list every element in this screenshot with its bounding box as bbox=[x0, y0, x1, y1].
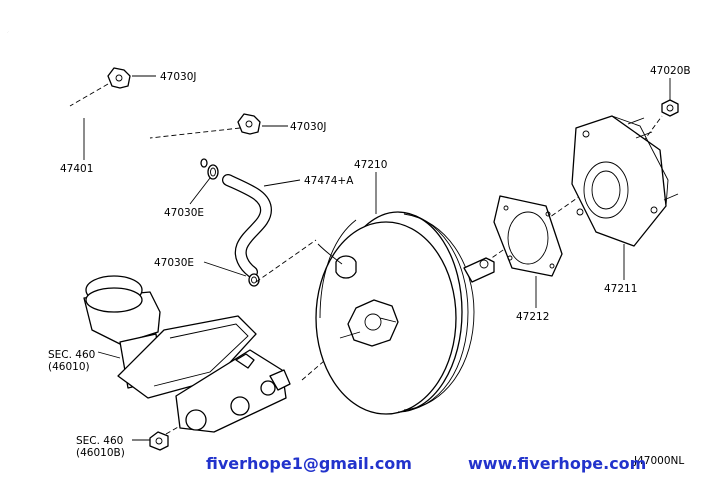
clip-47030J-upper bbox=[107, 67, 131, 89]
clip-47030J-lower bbox=[237, 113, 261, 135]
label-47030E-upper: 47030E bbox=[164, 207, 204, 219]
master-cylinder-sec460 bbox=[83, 275, 291, 433]
gasket-47212 bbox=[493, 195, 563, 277]
label-47030J-lower: 47030J bbox=[290, 121, 327, 133]
label-47030J-upper: 47030J bbox=[160, 71, 197, 83]
brake-booster-47210 bbox=[315, 211, 495, 415]
label-sec460-b: SEC. 460 bbox=[76, 435, 123, 447]
vacuum-hose-47474 bbox=[222, 174, 273, 278]
clamp-47030E-lower bbox=[248, 273, 260, 287]
label-47030E-lower: 47030E bbox=[154, 257, 194, 269]
vacuum-pipe-47401 bbox=[6, 28, 208, 168]
label-47474: 47474+A bbox=[304, 175, 354, 187]
label-sec460-b-sub: (46010B) bbox=[76, 447, 125, 459]
leader-lines bbox=[83, 75, 671, 441]
nut-sec460-46010B bbox=[149, 431, 169, 451]
label-sec460-a-sub: (46010) bbox=[48, 361, 90, 373]
label-47210: 47210 bbox=[354, 159, 387, 171]
label-47020B: 47020B bbox=[650, 65, 691, 77]
clamp-47030E-upper bbox=[207, 164, 219, 180]
footer-email: fiverhope1@gmail.com bbox=[206, 454, 412, 473]
nut-47020B bbox=[661, 99, 679, 117]
diagram-code: J47000NL bbox=[633, 455, 684, 467]
footer-website: www.fiverhope.com bbox=[468, 454, 646, 473]
label-47212: 47212 bbox=[516, 311, 549, 323]
bracket-47211 bbox=[571, 115, 679, 247]
label-sec460-a: SEC. 460 bbox=[48, 349, 95, 361]
label-47211: 47211 bbox=[604, 283, 637, 295]
label-47401: 47401 bbox=[60, 163, 93, 175]
